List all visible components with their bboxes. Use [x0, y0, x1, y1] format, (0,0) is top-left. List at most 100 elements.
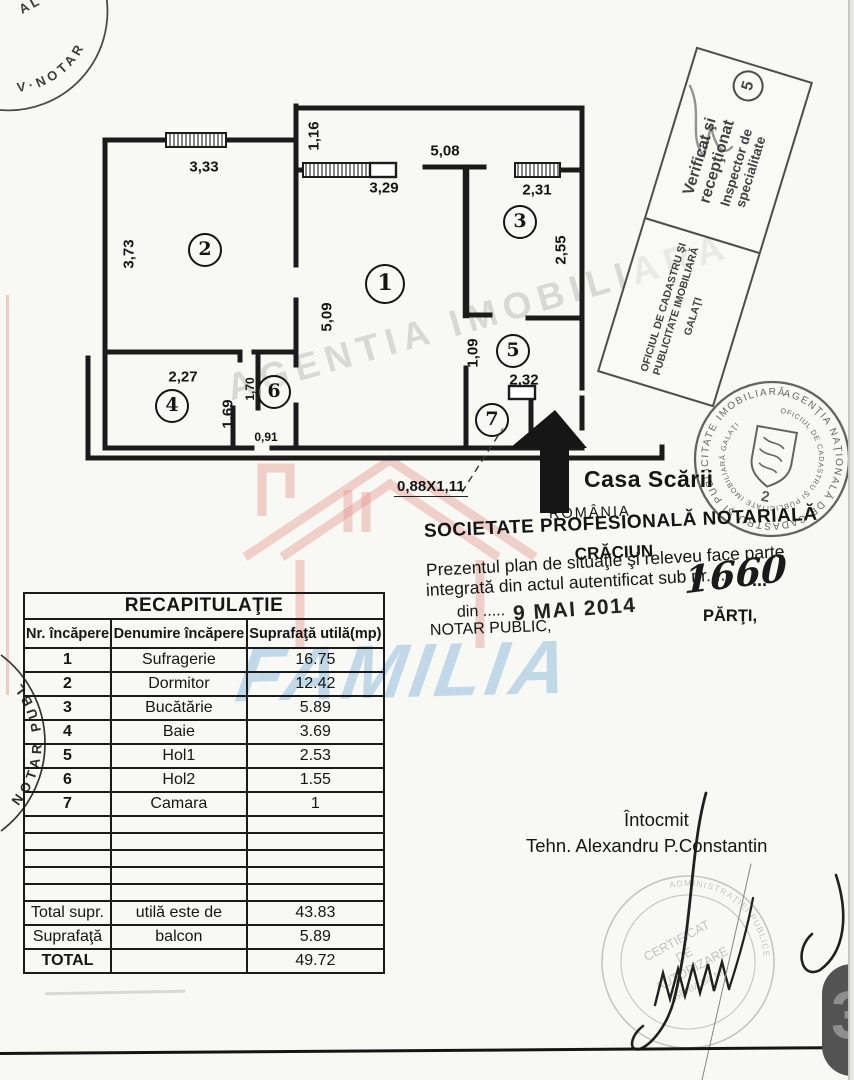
table-cell: 7	[22, 791, 113, 817]
table-cell	[22, 849, 113, 868]
dimension-label: 3,29	[369, 179, 399, 197]
table-cell: Camara	[110, 791, 248, 817]
table-row	[22, 849, 386, 868]
casa-scarii-arrow	[510, 410, 587, 513]
table-row	[22, 832, 386, 851]
table-cell: 3	[22, 695, 113, 721]
table-cell	[110, 866, 248, 885]
table-cell: 16.75	[245, 647, 386, 673]
dimension-label: 3,73	[120, 239, 138, 269]
dimension-label: 5,08	[430, 142, 460, 160]
table-cell: 1	[22, 647, 113, 673]
table-cell: 2	[22, 671, 113, 697]
table-title: RECAPITULAŢIE	[23, 592, 385, 620]
table-cell	[110, 815, 248, 834]
table-cell: Hol1	[110, 743, 248, 769]
dimension-label: 2,31	[522, 181, 552, 199]
leader-line	[461, 427, 504, 493]
table-cell: 3.69	[245, 719, 386, 745]
table-cell	[245, 832, 386, 851]
table-cell: Total supr.	[22, 900, 113, 926]
table-cell: Dormitor	[110, 671, 248, 697]
svg-text:2: 2	[760, 488, 771, 506]
dimension-label: 5,09	[318, 302, 336, 332]
col-header: Nr. încăpere	[22, 618, 113, 649]
table-cell: utilă este de	[110, 900, 248, 926]
signature-bottom	[630, 791, 845, 1080]
table-row	[22, 866, 386, 885]
col-header: Suprafaţă utilă(mp)	[245, 618, 386, 649]
plan-windows	[165, 132, 561, 401]
dimension-label: 2,55	[552, 235, 570, 265]
table-cell: 5.89	[245, 924, 386, 950]
parti-label: PĂRŢI,	[703, 607, 758, 625]
table-cell: Suprafaţă	[22, 924, 113, 950]
dimension-label: 2,32	[509, 371, 539, 389]
dimension-label: 1,70	[243, 377, 257, 401]
scan-edge-artifact	[6, 295, 9, 695]
table-cell: Baie	[110, 719, 248, 745]
table-cell	[22, 832, 113, 851]
table-cell: 12.42	[245, 671, 386, 697]
table-cell	[245, 883, 386, 902]
table-cell: Bucătărie	[110, 695, 248, 721]
table-cell	[110, 948, 248, 974]
corner-stamp-top-left: V·NOTAR A L	[0, 0, 109, 112]
room-number-7: 7	[475, 403, 509, 437]
dimension-label: 1,09	[464, 338, 482, 368]
table-cell	[245, 866, 386, 885]
camara-dimension-label: 0,88X1,11	[394, 478, 468, 497]
table-cell: TOTAL	[22, 948, 113, 974]
author-name: Tehn. Alexandru P.Constantin	[526, 835, 768, 856]
table-cell	[245, 849, 386, 868]
table-cell: 49.72	[245, 948, 386, 974]
table-cell: 1	[245, 791, 386, 817]
intocmit-label: Întocmit	[624, 809, 689, 830]
svg-text:V·NOTAR: V·NOTAR	[16, 39, 88, 95]
table-cell	[110, 832, 248, 851]
table-cell: Sufragerie	[110, 647, 248, 673]
dimension-label: 1,16	[305, 121, 323, 151]
table-row: RECAPITULAŢIE	[23, 592, 385, 620]
table-cell: 5	[22, 743, 113, 769]
room-number-6: 6	[257, 375, 291, 409]
table-cell: balcon	[110, 924, 248, 950]
table-row	[22, 883, 386, 902]
table-cell: 5.89	[245, 695, 386, 721]
table-cell	[245, 815, 386, 834]
table-cell: 43.83	[245, 900, 386, 926]
room-number-5: 5	[496, 334, 530, 368]
dimension-label: 2,27	[168, 368, 198, 386]
table-row: TOTAL 49.72	[22, 948, 386, 974]
act-number-dots: ...	[752, 570, 768, 590]
dimension-label: 1,69	[219, 399, 237, 429]
table-cell	[22, 883, 113, 902]
room-number-2: 2	[188, 233, 222, 267]
table-cell: 6	[22, 767, 113, 793]
svg-text:A L: A L	[16, 0, 41, 17]
col-header: Denumire încăpere	[110, 618, 248, 649]
paper-edge-line	[848, 0, 850, 1080]
certificate-seal: ADMINISTRAŢIEI PUBLICE CERTIFICAT DE AUT…	[601, 851, 779, 1049]
table-cell	[110, 849, 248, 868]
casa-scarii-label: Casa Scării	[584, 466, 714, 492]
dimension-label: 0,91	[254, 430, 278, 444]
room-number-4: 4	[155, 389, 189, 423]
table-row	[22, 815, 386, 834]
table-cell	[22, 815, 113, 834]
dimension-label: 3,33	[189, 158, 219, 176]
table-cell: 1.55	[245, 767, 386, 793]
